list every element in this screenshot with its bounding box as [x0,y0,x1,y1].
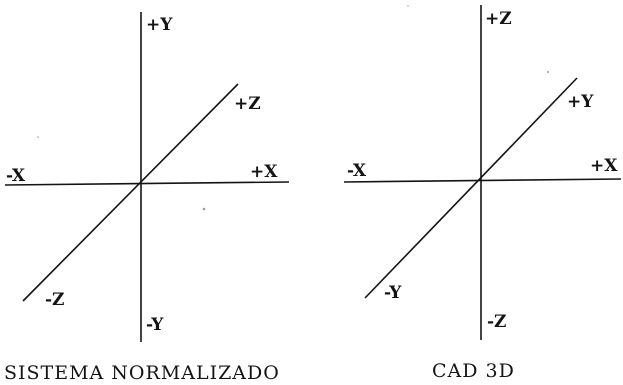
right-axes-diagram: +Z -Z -X +X +Y -Y CAD 3D [343,5,622,382]
scan-specks [37,5,549,211]
speck [547,71,549,73]
right-caption: CAD 3D [432,360,515,382]
right-diagonal-axis [364,77,578,299]
left-label-right: +X [250,162,278,182]
right-horizontal-axis [343,178,622,183]
speck [202,207,206,211]
left-label-diag-upper: +Z [234,94,261,114]
right-label-left: -X [347,161,367,181]
left-axes-diagram: +Y -Y -X +X +Z -Z SISTEMA NORMALIZADO [4,12,290,384]
right-label-diag-lower: -Y [384,283,402,303]
left-diagonal-axis [22,83,239,302]
left-label-diag-lower: -Z [45,290,64,310]
left-caption: SISTEMA NORMALIZADO [4,362,280,384]
left-label-bottom: -Y [146,315,164,335]
speck [407,5,409,7]
left-label-left: -X [6,166,26,186]
left-label-top: +Y [146,15,173,35]
right-label-diag-upper: +Y [567,92,594,112]
right-label-bottom: -Z [487,312,506,332]
right-label-right: +X [590,156,618,176]
left-horizontal-axis [4,181,290,186]
right-label-top: +Z [485,9,512,29]
speck [37,136,39,138]
